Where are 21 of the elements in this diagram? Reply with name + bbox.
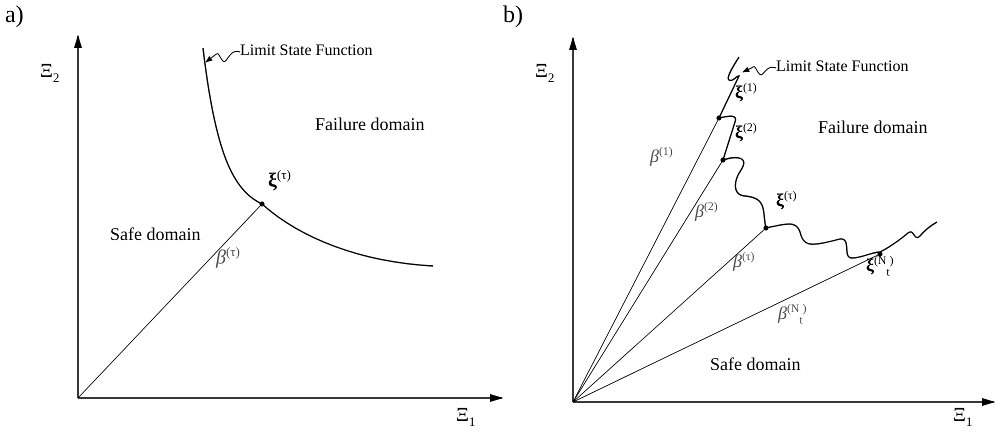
curve-label: Limit State Function bbox=[776, 58, 908, 76]
curve-label: Limit State Function bbox=[240, 42, 372, 60]
axis-label: Ξ$_{1}$ bbox=[953, 404, 972, 430]
leader-line bbox=[742, 66, 776, 76]
text-label: b) bbox=[503, 2, 523, 28]
axis-label: Ξ$_{2}$ bbox=[535, 60, 554, 86]
text-label: Safe domain bbox=[710, 355, 800, 375]
text-label: Failure domain bbox=[818, 118, 928, 138]
distance-label: β$^{(τ)}$ bbox=[733, 251, 754, 272]
distance-label: β$^{(1)}$ bbox=[650, 146, 673, 167]
text-label: Failure domain bbox=[315, 115, 424, 135]
distance-label: β$^{(τ)}$ bbox=[216, 245, 240, 269]
point-label: ξ$^{(τ)}$ bbox=[776, 190, 797, 211]
point-label: ξ$^{(2)}$ bbox=[735, 122, 757, 143]
text-label: Safe domain bbox=[110, 225, 200, 245]
axis-label: Ξ$_{1}$ bbox=[456, 404, 476, 430]
point-label: ξ$^{(τ)}$ bbox=[268, 168, 291, 192]
point-label: ξ$^{(1)}$ bbox=[735, 82, 757, 103]
text-label: a) bbox=[5, 2, 24, 28]
axis-label: Ξ$_{2}$ bbox=[40, 60, 60, 86]
leader-line bbox=[205, 50, 240, 62]
